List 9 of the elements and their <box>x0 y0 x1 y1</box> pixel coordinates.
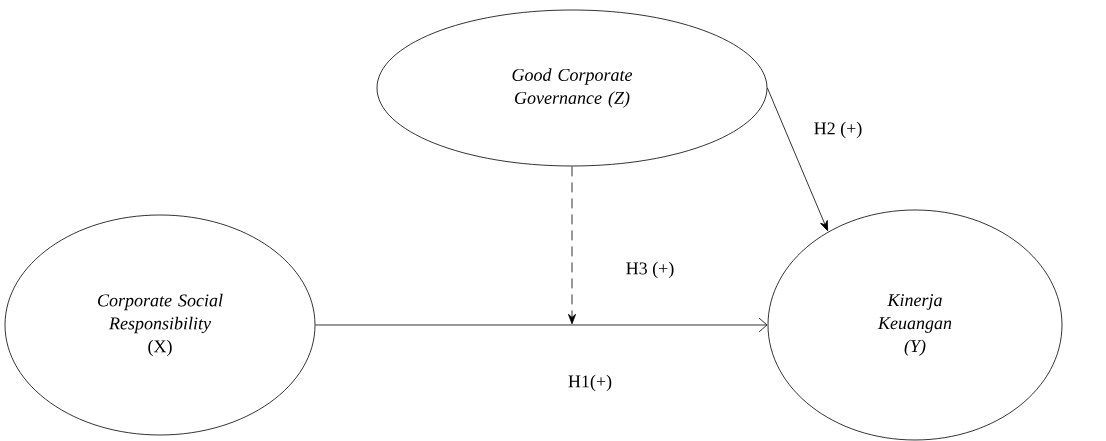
arrow <box>767 87 829 232</box>
arrow <box>315 317 768 333</box>
ellipse-node: Corporate Social Responsibility (X) <box>4 214 316 436</box>
ellipse-node: Good Corporate Governance (Z) <box>376 9 768 167</box>
edge-label: H1(+) <box>566 373 614 393</box>
arrow <box>568 166 576 325</box>
edge-label: H2 (+) <box>812 120 864 140</box>
ellipse-node: Kinerja Keuangan (Y) <box>767 209 1063 441</box>
edge-label: H3 (+) <box>624 260 676 280</box>
